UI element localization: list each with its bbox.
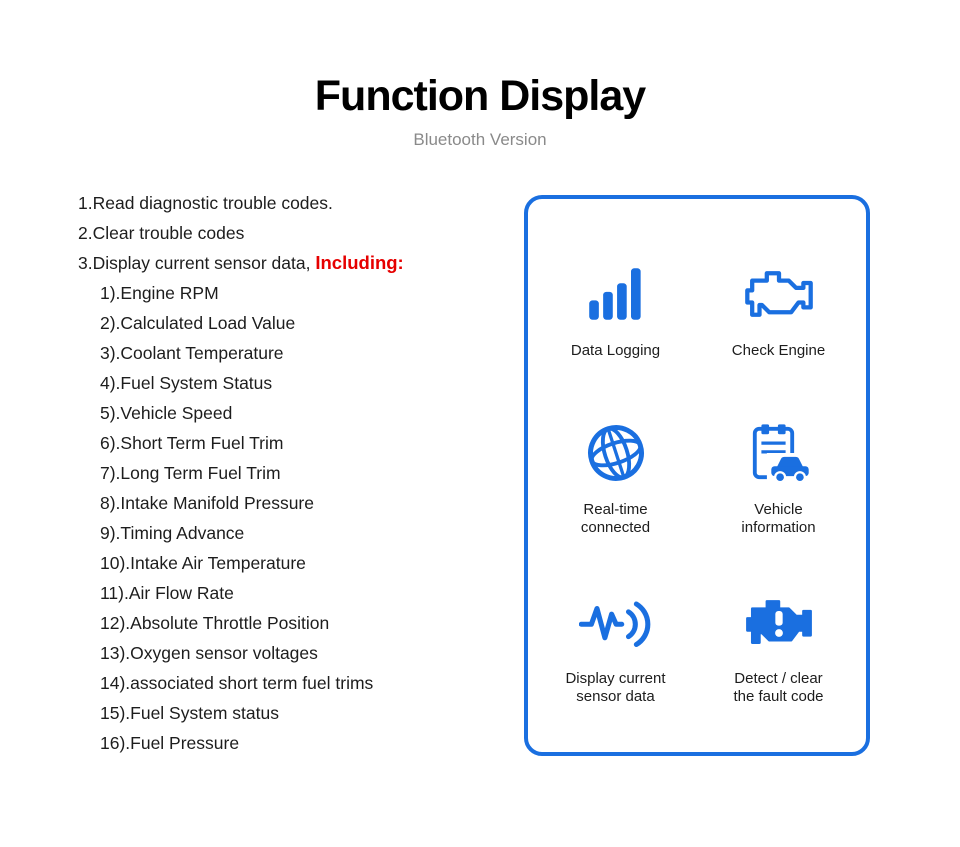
bar-chart-icon bbox=[568, 258, 664, 330]
sub-list-item: 16).Fuel Pressure bbox=[100, 733, 240, 753]
feature-display-sensor-data: Display current sensor data bbox=[565, 586, 666, 706]
sub-list-item: 4).Fuel System Status bbox=[100, 373, 273, 393]
sub-list-item: 3).Coolant Temperature bbox=[100, 343, 284, 363]
feature-check-engine: Check Engine bbox=[731, 258, 827, 360]
sub-list-item: 11).Air Flow Rate bbox=[100, 583, 234, 603]
sub-list-item: 8).Intake Manifold Pressure bbox=[100, 493, 314, 513]
sub-list-item: 15).Fuel System status bbox=[100, 703, 279, 723]
sub-list-item: 1).Engine RPM bbox=[100, 283, 219, 303]
sub-list-item: 14).associated short term fuel trims bbox=[100, 673, 374, 693]
feature-detect-clear-fault: Detect / clear the fault code bbox=[731, 586, 827, 706]
list-item: 1.Read diagnostic trouble codes. bbox=[78, 188, 404, 218]
page-subtitle: Bluetooth Version bbox=[413, 130, 547, 149]
feature-label: Detect / clear the fault code bbox=[733, 669, 824, 705]
feature-data-logging: Data Logging bbox=[568, 258, 664, 360]
sensor-data-sub-list: 1).Engine RPM 2).Calculated Load Value 3… bbox=[78, 278, 404, 758]
sensor-signal-icon bbox=[567, 586, 663, 658]
feature-panel: Data Logging Check Engine bbox=[524, 195, 870, 756]
function-list: 1.Read diagnostic trouble codes. 2.Clear… bbox=[78, 188, 404, 758]
sub-list-item: 7).Long Term Fuel Trim bbox=[100, 463, 281, 483]
sub-list-item: 6).Short Term Fuel Trim bbox=[100, 433, 284, 453]
list-item: 3.Display current sensor data, Including… bbox=[78, 248, 404, 278]
list-item-text: 1.Read diagnostic trouble codes. bbox=[78, 193, 333, 213]
feature-label: Vehicle information bbox=[741, 501, 816, 537]
check-engine-icon bbox=[731, 258, 827, 330]
sub-list-item: 10).Intake Air Temperature bbox=[100, 553, 306, 573]
feature-label: Data Logging bbox=[570, 342, 661, 360]
vehicle-info-icon bbox=[731, 417, 827, 489]
header: Function Display Bluetooth Version bbox=[0, 72, 960, 150]
globe-network-icon bbox=[568, 417, 664, 489]
fault-code-icon bbox=[731, 586, 827, 658]
feature-label: Display current sensor data bbox=[565, 669, 666, 705]
sub-list-item: 12).Absolute Throttle Position bbox=[100, 613, 330, 633]
feature-label: Check Engine bbox=[731, 342, 826, 360]
list-item-text: 2.Clear trouble codes bbox=[78, 223, 245, 243]
list-item-text: 3.Display current sensor data, bbox=[78, 253, 316, 273]
including-highlight: Including: bbox=[315, 252, 404, 273]
main-list: 1.Read diagnostic trouble codes. 2.Clear… bbox=[78, 188, 404, 278]
feature-realtime-connected: Real-time connected bbox=[568, 417, 664, 537]
sub-list-item: 13).Oxygen sensor voltages bbox=[100, 643, 318, 663]
sub-list-item: 2).Calculated Load Value bbox=[100, 313, 296, 333]
feature-label: Real-time connected bbox=[580, 501, 651, 537]
feature-vehicle-information: Vehicle information bbox=[731, 417, 827, 537]
feature-grid: Data Logging Check Engine bbox=[528, 199, 866, 752]
sub-list-item: 9).Timing Advance bbox=[100, 523, 245, 543]
page-title: Function Display bbox=[314, 72, 646, 120]
list-item: 2.Clear trouble codes bbox=[78, 218, 404, 248]
sub-list-item: 5).Vehicle Speed bbox=[100, 403, 233, 423]
